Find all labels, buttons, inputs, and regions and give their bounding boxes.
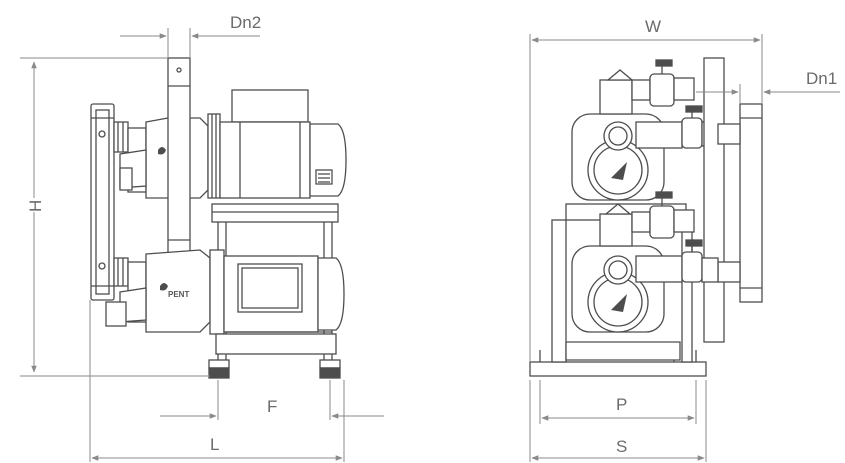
lower-motor [215,255,345,355]
dn1-label: Dn1 [806,69,837,88]
back-flange-plate [90,103,115,301]
front-view-dimensions [529,34,840,462]
upper-motor [219,89,347,199]
f-label: F [267,397,277,416]
p-label: P [616,395,627,414]
pump-logo: PENT [168,290,189,299]
upper-valves [631,59,719,149]
front-manifold [703,57,763,343]
upper-pump-front [571,69,683,201]
l-label: L [210,435,219,454]
upper-pump-body [113,113,221,199]
discharge-manifold [167,57,191,257]
front-view [529,57,763,377]
dn2-label: Dn2 [230,13,261,32]
side-view: PENT [90,57,347,379]
w-label: W [645,17,661,36]
h-label: H [26,200,45,212]
base-plate [529,350,707,377]
frame-feet [208,359,341,379]
lower-pump-body: PENT [105,249,225,335]
lower-pump-front [571,203,683,333]
lower-valves [631,191,719,283]
s-label: S [616,437,627,456]
side-view-dimensions [20,28,384,462]
